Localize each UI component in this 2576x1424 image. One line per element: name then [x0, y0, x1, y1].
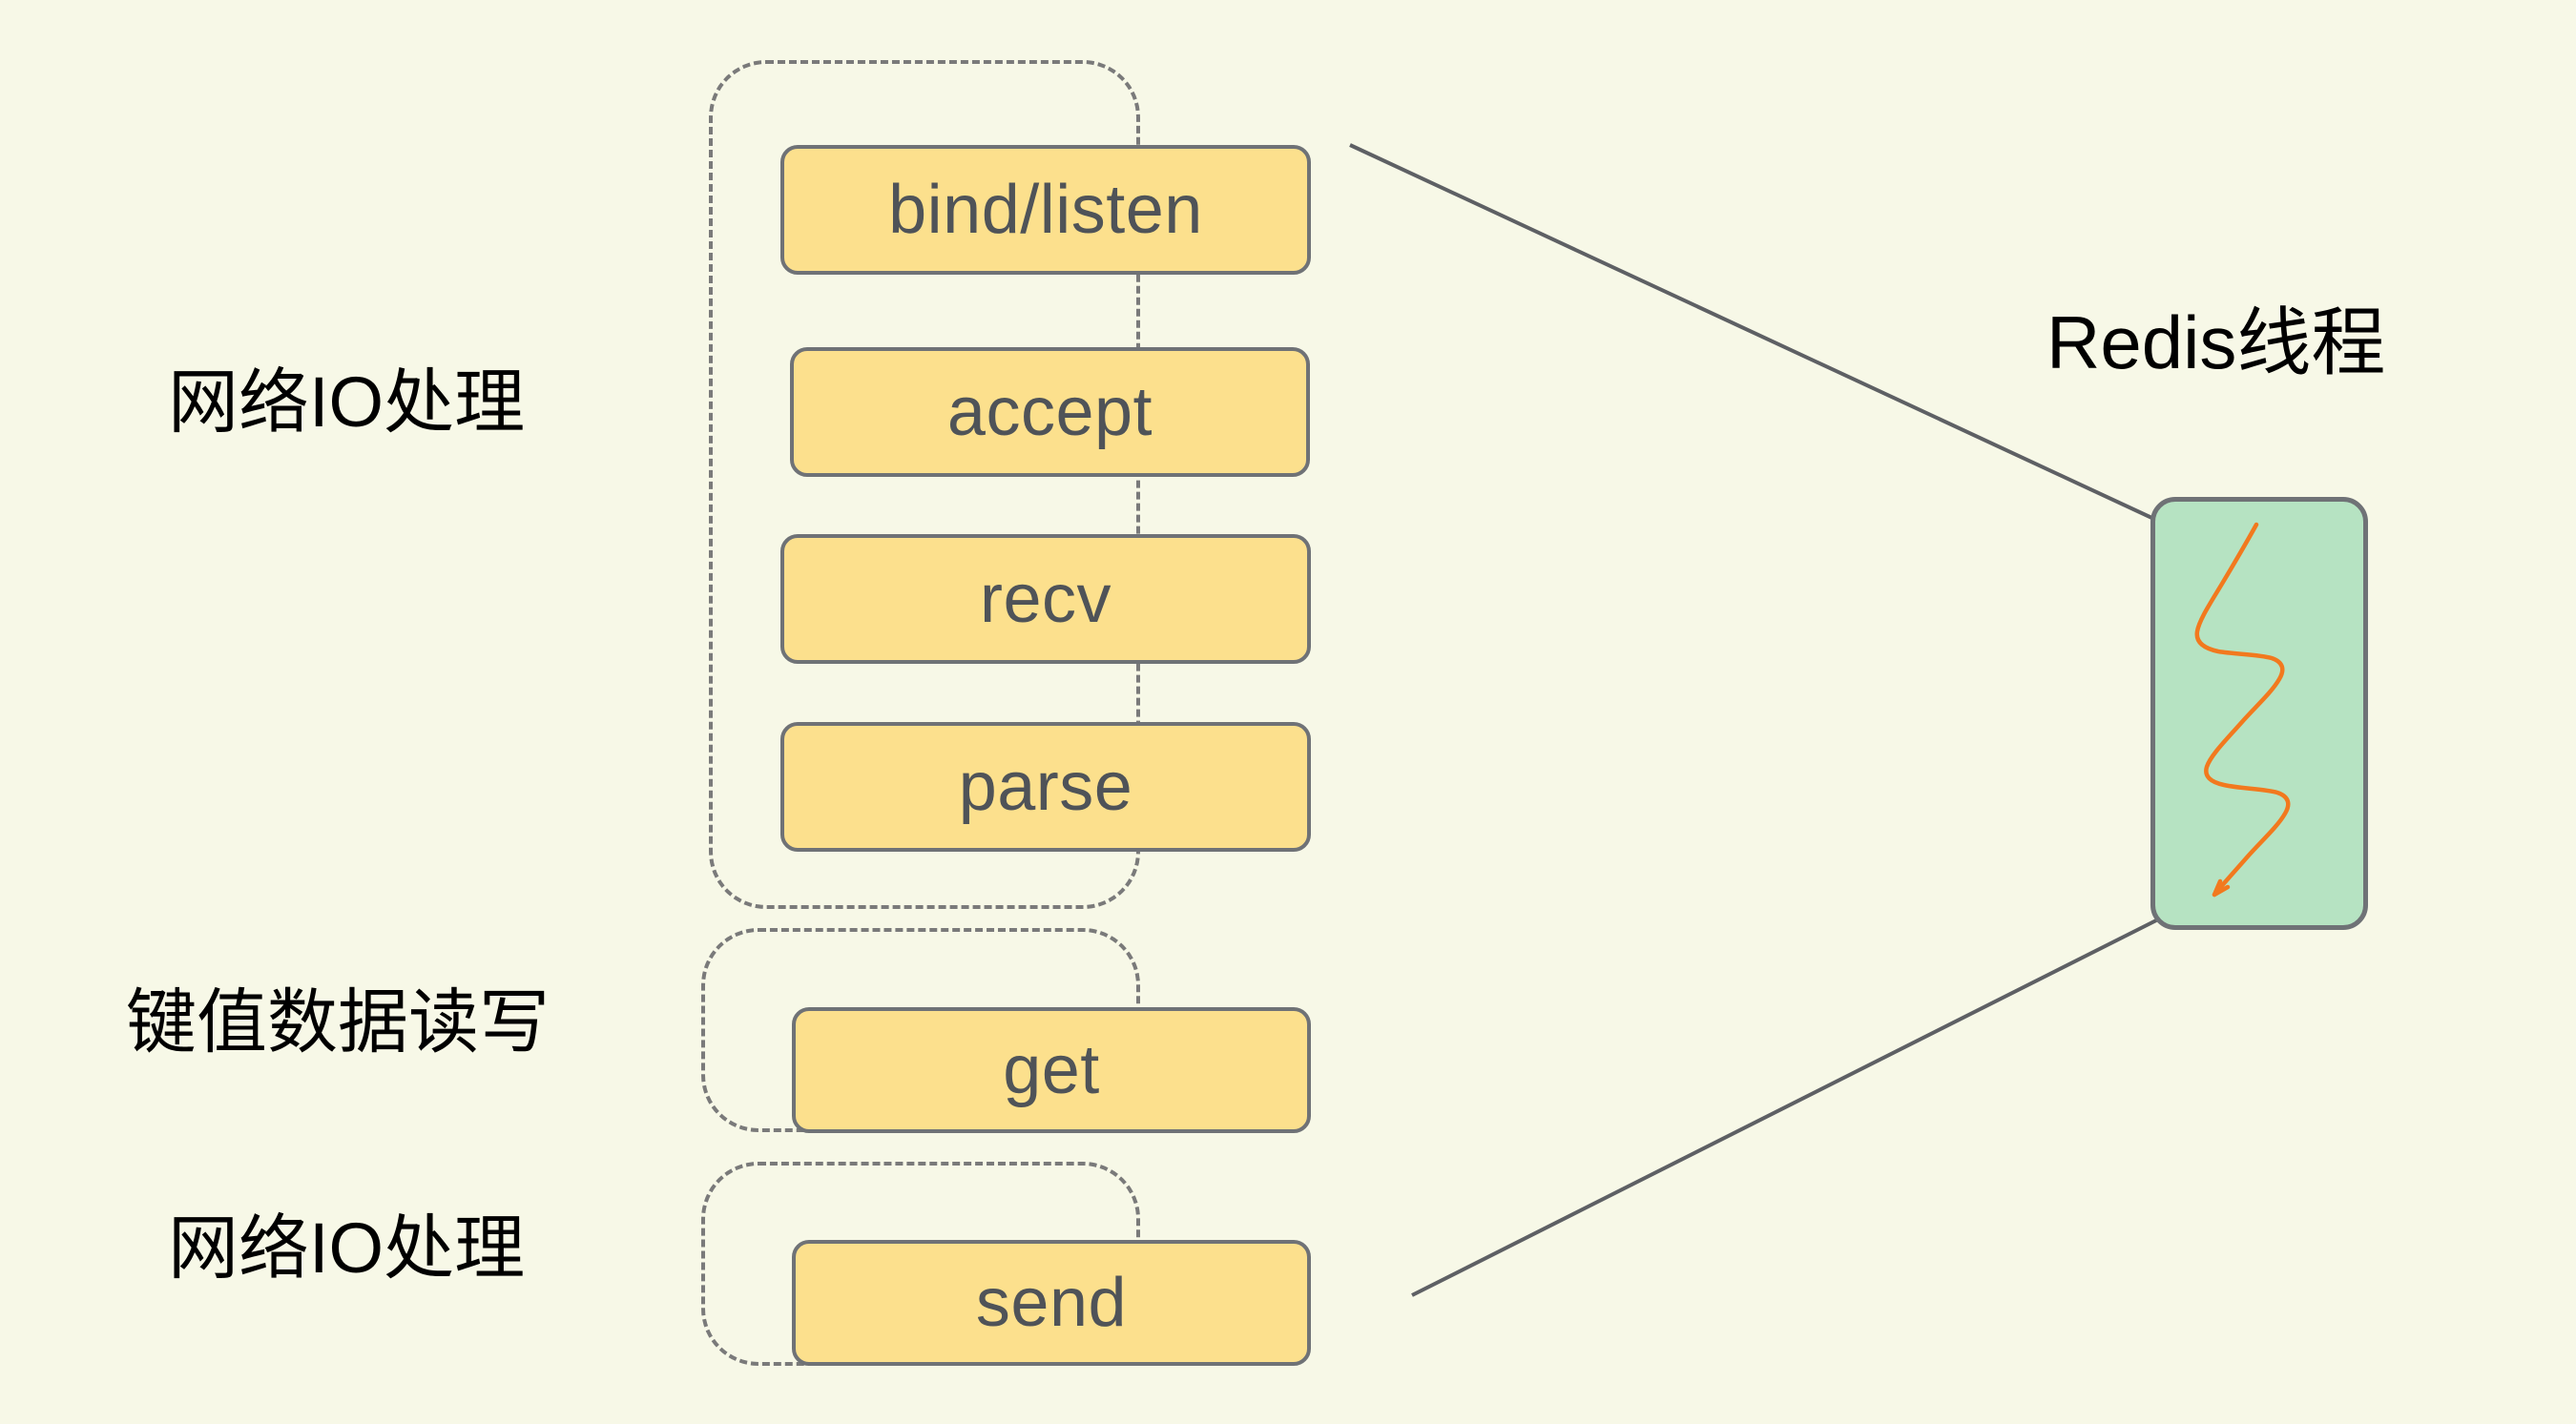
- op-box-get[interactable]: get: [792, 1007, 1311, 1133]
- group-network-io-top: [709, 60, 1140, 909]
- op-box-send[interactable]: send: [792, 1240, 1311, 1366]
- redis-thread-title: Redis线程: [2046, 300, 2386, 384]
- thread-squiggle-icon: [2194, 522, 2291, 898]
- bottom-connector-line: [1411, 918, 2159, 1297]
- group-label-network-io-top: 网络IO处理: [168, 362, 526, 442]
- group-label-network-io-bottom: 网络IO处理: [168, 1208, 526, 1288]
- group-label-kv-readwrite: 键值数据读写: [126, 982, 550, 1062]
- op-box-recv[interactable]: recv: [780, 534, 1311, 664]
- op-box-bind-listen[interactable]: bind/listen: [780, 145, 1311, 275]
- op-box-accept[interactable]: accept: [790, 347, 1310, 477]
- top-connector-line: [1349, 143, 2159, 523]
- redis-thread-box[interactable]: [2150, 497, 2368, 930]
- op-box-parse[interactable]: parse: [780, 722, 1311, 852]
